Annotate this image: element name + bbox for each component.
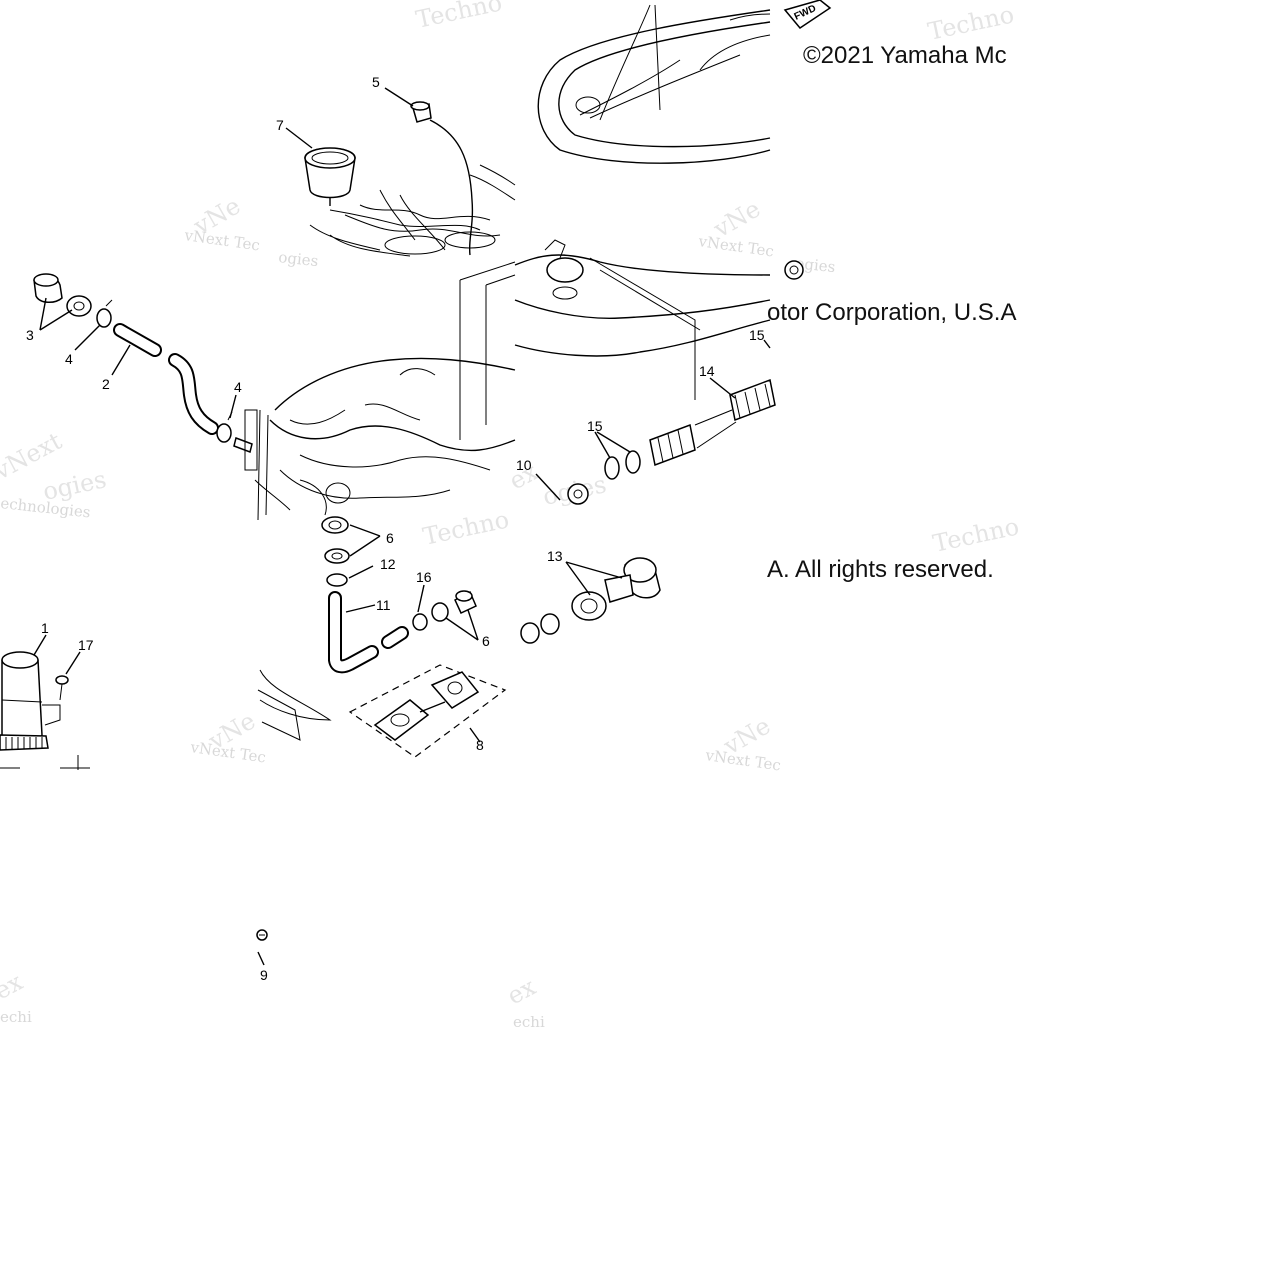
callout-10: 10 [516, 457, 532, 473]
watermark-ogies-1: ogies [278, 248, 320, 270]
copyright-line-3: A. All rights reserved. [767, 556, 994, 583]
part-6-fitting-a [321, 516, 381, 564]
callout-numbers: 1 2 3 4 4 5 6 6 7 8 9 10 11 12 13 14 15 … [26, 74, 765, 983]
callout-2: 2 [102, 376, 110, 392]
callout-12: 12 [380, 556, 396, 572]
callout-13: 13 [547, 548, 563, 564]
watermark-echi-bm: echi [513, 1013, 545, 1031]
part-14-hose [649, 377, 776, 467]
callout-9: 9 [260, 967, 268, 983]
watermark-ogies-2: ogies [795, 254, 837, 276]
part-13-fitting [520, 557, 661, 644]
part-2-hose [111, 323, 219, 435]
copyright-line-2: otor Corporation, U.S.A [767, 299, 1016, 326]
callout-5: 5 [372, 74, 380, 90]
callout-14: 14 [699, 363, 715, 379]
callout-4a: 4 [65, 351, 73, 367]
part-4-clamp-b [216, 394, 253, 453]
callout-11: 11 [376, 597, 391, 613]
part-9-screw [256, 929, 268, 966]
part-7-cup [285, 127, 356, 206]
callout-7: 7 [276, 117, 284, 133]
callout-17: 17 [78, 637, 94, 653]
part-10-seal [535, 473, 589, 505]
part-12-clamp [326, 565, 374, 587]
part-8-inlet-assembly [257, 664, 507, 758]
copyright-notice: ©2021 Yamaha Mc otor Corporation, U.S.A … [767, 42, 1016, 583]
jet-pump-area [514, 239, 804, 400]
callout-8: 8 [476, 737, 484, 753]
part-16-clamp [412, 584, 428, 631]
watermark-techno-4: Techno [930, 512, 1021, 558]
watermark-vnext-tec-1: vNext Tec [182, 226, 261, 255]
copyright-line-1: ©2021 Yamaha Mc [803, 42, 1007, 69]
callout-16: 16 [416, 569, 432, 585]
hull-top-view: FWD [537, 0, 832, 164]
watermark-ogies-left: ogies [40, 465, 108, 506]
callout-15a: 15 [587, 418, 603, 434]
part-4-clamp-a [74, 299, 113, 351]
part-6-fitting-b [431, 590, 479, 641]
watermark-vnext-tec-2: vNext Tec [696, 232, 775, 261]
part-11-elbow-hose [328, 591, 409, 674]
callout-15b: 15 [749, 327, 765, 343]
watermark-techno-2: Techno [925, 0, 1016, 46]
callout-6b: 6 [482, 633, 490, 649]
watermark-techno-3: Techno [420, 505, 511, 551]
watermark-echi-bl: echi [0, 1008, 32, 1026]
part-5-grommet [384, 87, 474, 256]
callout-1: 1 [41, 620, 49, 636]
watermark-ex-bm: ex [503, 972, 541, 1010]
part-15-clamps [594, 339, 771, 480]
callout-3: 3 [26, 327, 34, 343]
watermarks: Techno Techno Techno Techno vNext Tec vN… [0, 0, 1021, 1031]
watermark-techno-1: Techno [413, 0, 504, 34]
part-1-canister [0, 634, 90, 770]
part-17-screw [55, 651, 81, 701]
hull-rear-view [244, 261, 516, 521]
callout-4b: 4 [234, 379, 242, 395]
part-3-cap [33, 273, 92, 331]
callout-6a: 6 [386, 530, 394, 546]
watermark-ex-bl: ex [0, 967, 28, 1005]
wire-harness [309, 164, 516, 257]
